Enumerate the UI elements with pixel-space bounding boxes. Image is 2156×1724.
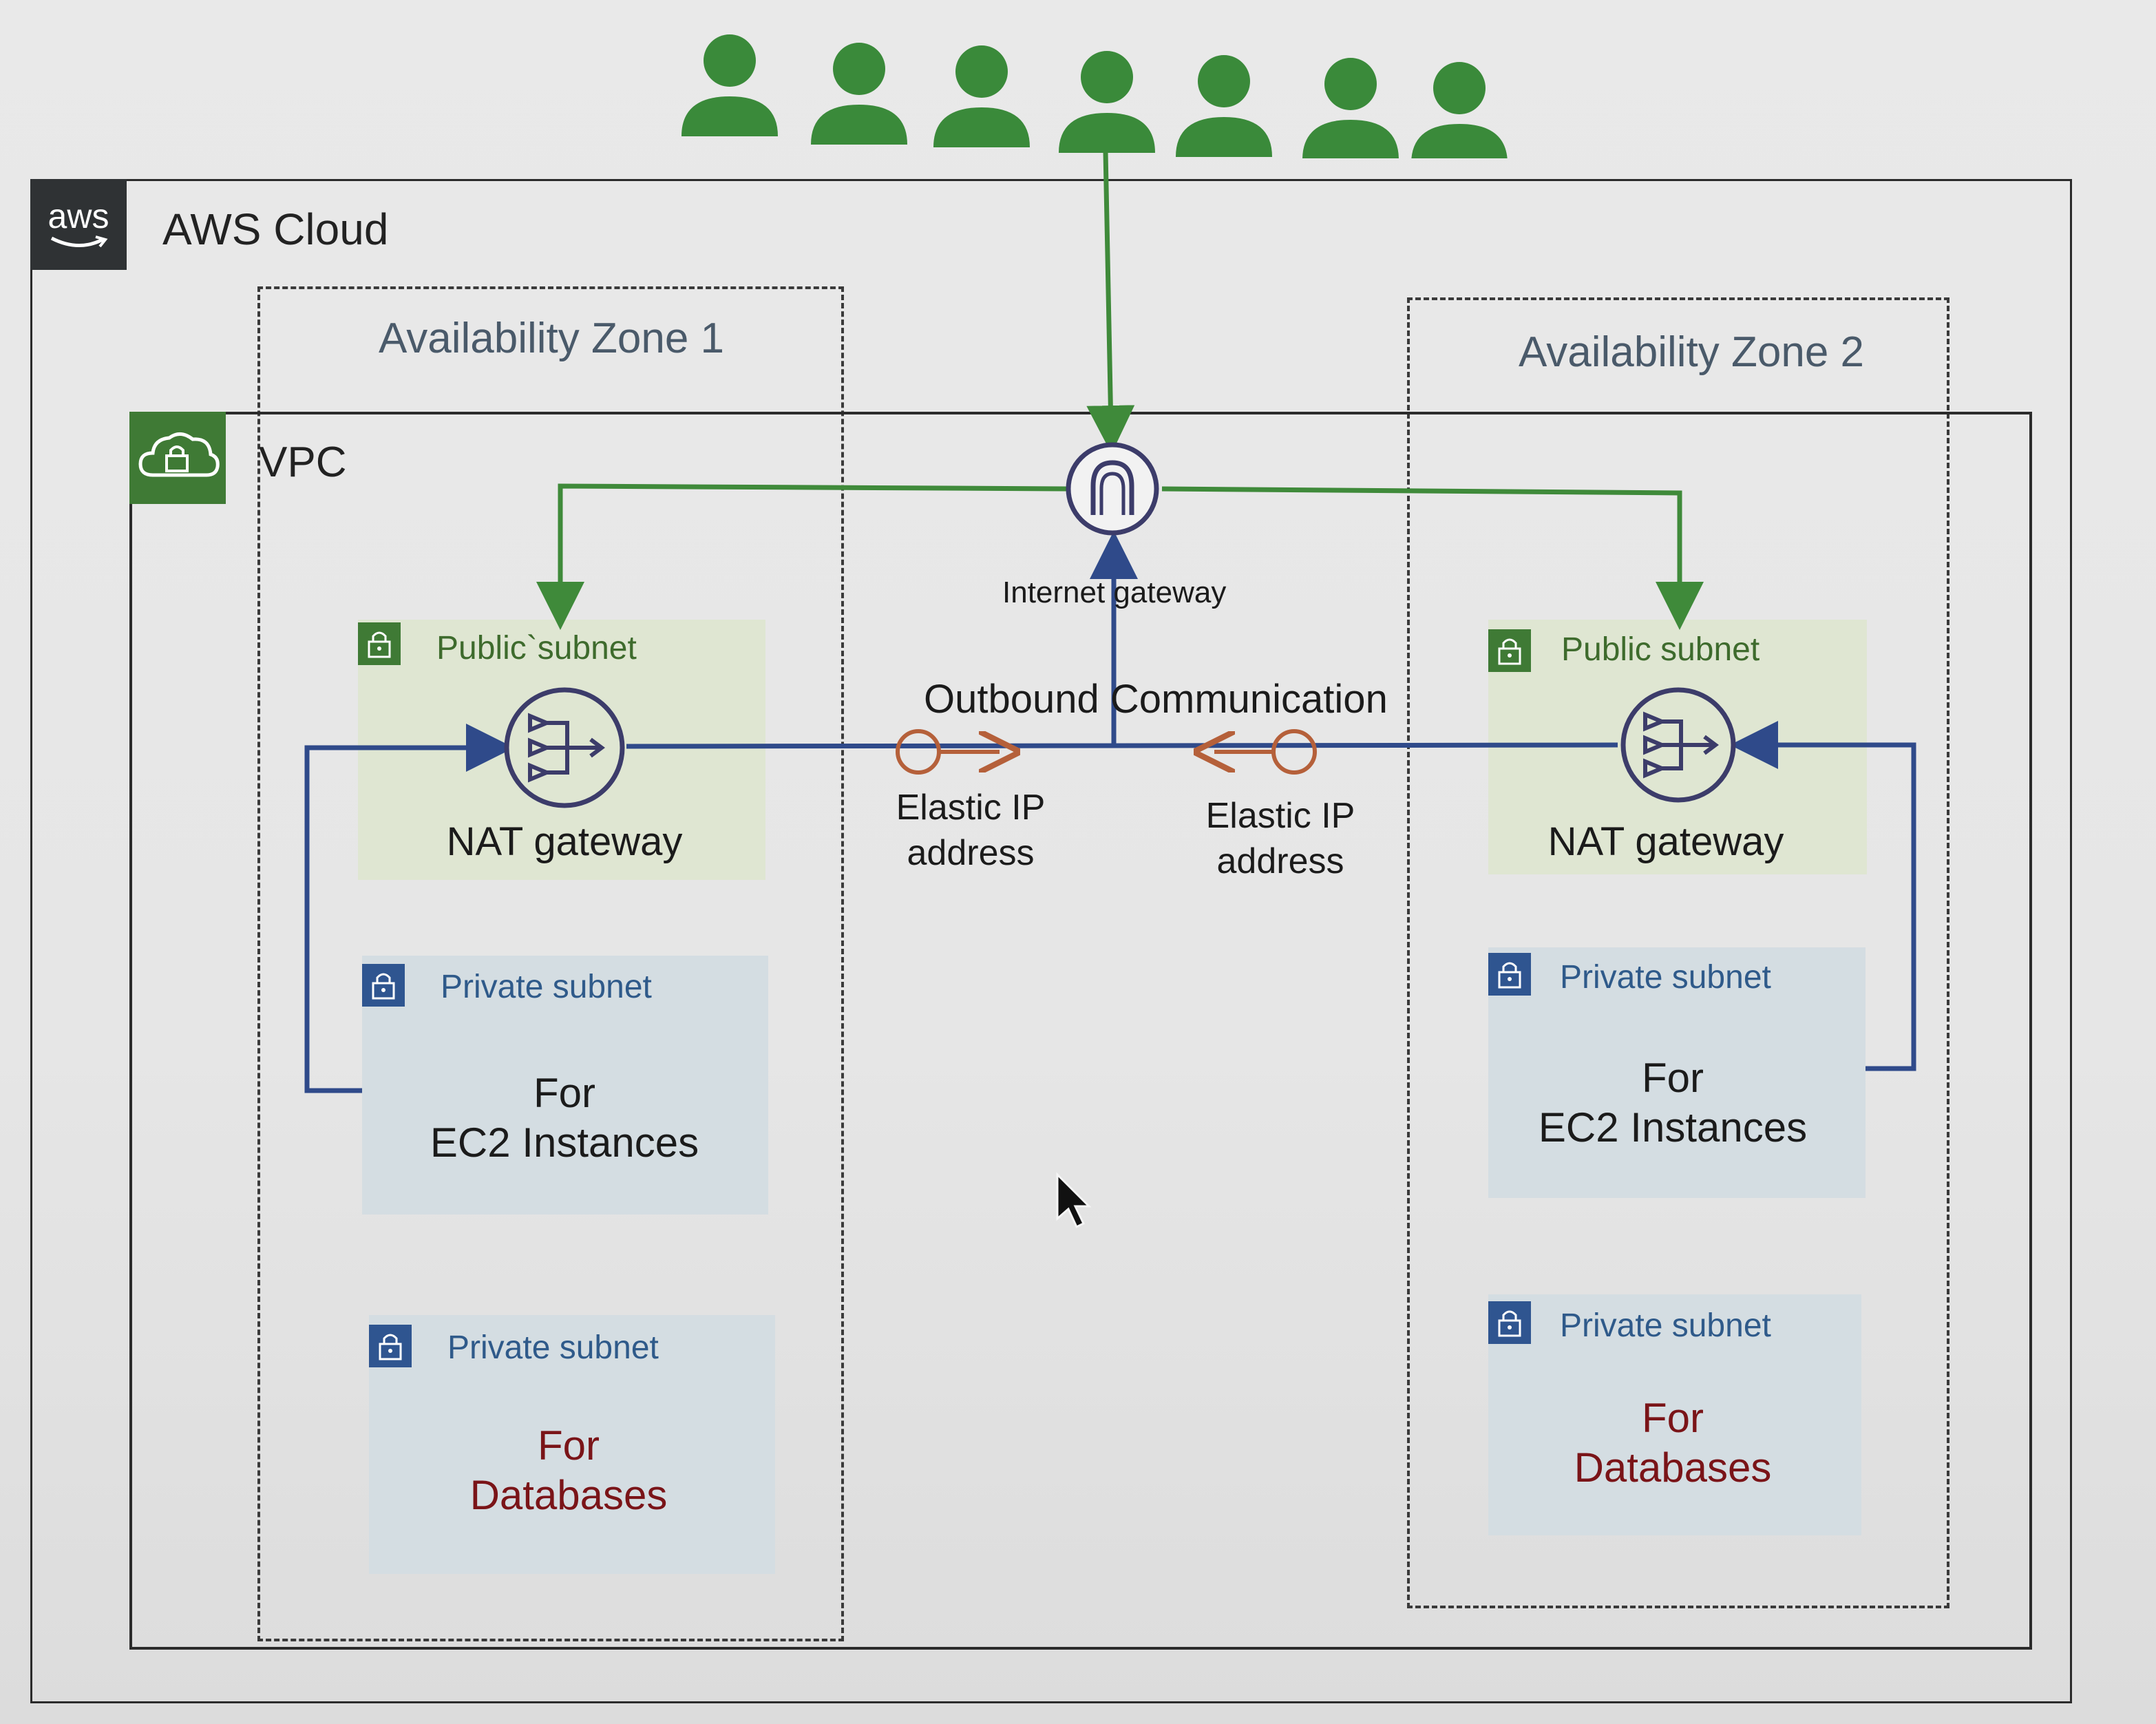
internet-gateway-label: Internet gateway [1002, 576, 1227, 609]
igw-to-public-subnet-az2-line [1161, 486, 1704, 630]
user-icon [811, 43, 907, 145]
private-subnet-ec2-az2-lock-icon [1488, 953, 1531, 996]
private-subnet-ec2-az2 [1488, 947, 1866, 1198]
private-subnet-ec2-az2-line1: For [1642, 1055, 1704, 1101]
private-subnet-ec2-az2-purpose: For EC2 Instances [1501, 1053, 1845, 1153]
users-group [681, 34, 1508, 158]
private-subnet-ec2-az1-line1: For [533, 1070, 595, 1116]
aws-cloud-title: AWS Cloud [162, 204, 389, 254]
user-icon [1176, 55, 1272, 157]
private-subnet-db-az2-line2: Databases [1574, 1444, 1772, 1491]
private-subnet-ec2-az1-line2: EC2 Instances [430, 1119, 699, 1166]
private-subnet-ec2-az1 [362, 956, 768, 1215]
private-ec2-az1-to-nat-line [304, 724, 514, 1093]
availability-zone-2 [1407, 297, 1949, 1608]
nat-gateway-az1-label: NAT gateway [446, 819, 683, 864]
vpc-cloud-lock-icon [138, 432, 220, 477]
elastic-ip-az1-icon [896, 729, 1000, 775]
private-subnet-db-az1-purpose: For Databases [390, 1421, 748, 1520]
private-subnet-db-az1-lock-icon [369, 1325, 412, 1367]
outbound-flow-line [626, 742, 1618, 749]
public-subnet-az1-lock-icon [358, 622, 401, 665]
availability-zone-1-title: Availability Zone 1 [379, 315, 725, 362]
vpc-title: VPC [259, 439, 347, 486]
private-subnet-db-az2-lock-icon [1488, 1301, 1531, 1344]
public-subnet-az2-lock-icon [1488, 629, 1531, 672]
elastic-ip-az2-icon [1214, 729, 1317, 775]
vpc-frame [129, 412, 2032, 1650]
internet-gateway-icon [1066, 442, 1159, 536]
elastic-ip-az2-line2: address [1216, 841, 1344, 881]
private-subnet-ec2-az1-lock-icon [362, 964, 405, 1007]
private-subnet-db-az1-title: Private subnet [447, 1329, 659, 1366]
private-subnet-ec2-az2-line2: EC2 Instances [1538, 1104, 1808, 1150]
aws-smile-icon [50, 235, 108, 248]
elastic-ip-az2-label: Elastic IP address [1156, 793, 1404, 884]
public-subnet-az2-title: Public subnet [1561, 631, 1760, 668]
elastic-ip-az1-line1: Elastic IP [896, 788, 1046, 828]
aws-cloud-frame [30, 179, 2072, 1703]
private-subnet-ec2-az2-title: Private subnet [1560, 959, 1771, 996]
user-icon [1411, 62, 1508, 158]
user-icon [1302, 58, 1399, 158]
private-ec2-az2-to-nat-line [1730, 721, 1916, 1071]
private-subnet-db-az1-line2: Databases [469, 1472, 668, 1518]
private-subnet-db-az2 [1488, 1294, 1861, 1535]
elastic-ip-az2-line1: Elastic IP [1205, 796, 1355, 836]
mouse-pointer-icon [1056, 1172, 1092, 1229]
nat-gateway-az2-label: NAT gateway [1547, 819, 1784, 864]
availability-zone-1 [257, 286, 844, 1641]
nat-gateway-az1-icon [504, 687, 625, 808]
private-subnet-db-az2-purpose: For Databases [1501, 1394, 1845, 1493]
aws-logo: aws [30, 179, 127, 270]
vpc-badge [129, 412, 226, 504]
elastic-ip-az1-label: Elastic IP address [847, 785, 1095, 876]
private-subnet-db-az2-line1: For [1642, 1395, 1704, 1441]
users-to-igw-line [1086, 151, 1135, 454]
private-subnet-ec2-az1-purpose: For EC2 Instances [385, 1069, 743, 1168]
private-subnet-db-az2-title: Private subnet [1560, 1307, 1771, 1344]
user-icon [933, 45, 1030, 147]
nat-gateway-az2-icon [1620, 687, 1736, 803]
private-subnet-db-az1 [369, 1315, 775, 1574]
user-icon [1059, 51, 1155, 153]
private-subnet-db-az1-line1: For [538, 1422, 600, 1469]
outbound-communication-label: Outbound Communication [924, 677, 1388, 722]
private-subnet-ec2-az1-title: Private subnet [441, 969, 652, 1005]
aws-logo-text: aws [47, 197, 109, 235]
elastic-ip-az1-line2: address [907, 833, 1035, 873]
public-subnet-az1-title: Public`subnet [436, 630, 637, 666]
user-icon [681, 34, 778, 136]
igw-to-public-subnet-az1-line [536, 483, 1068, 630]
availability-zone-2-title: Availability Zone 2 [1519, 328, 1865, 376]
